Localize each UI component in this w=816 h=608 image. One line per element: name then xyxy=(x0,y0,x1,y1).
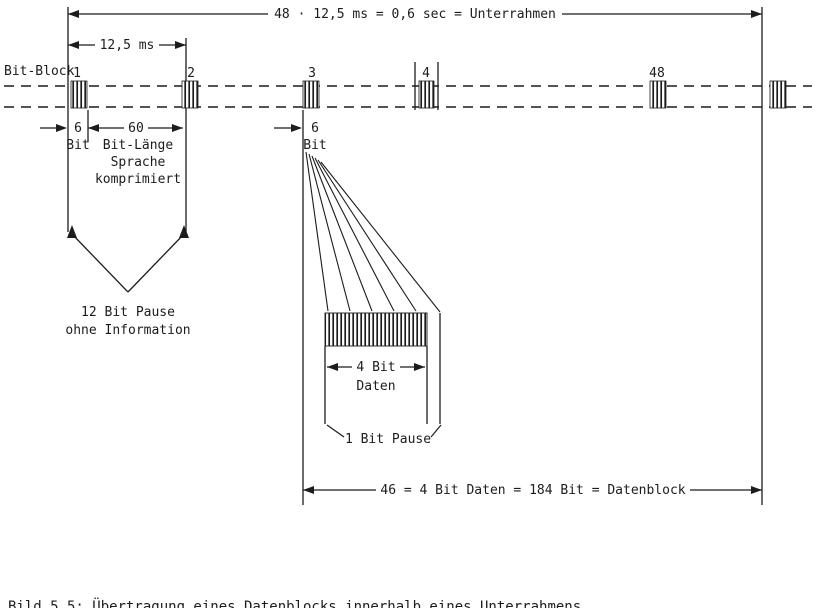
bit-block-48 xyxy=(649,80,667,109)
bit-block-number-48: 48 xyxy=(649,66,665,81)
sixty-bit-dimension: 60 Bit-Länge Sprache komprimiert xyxy=(88,121,183,187)
bit-block-number-1: 1 xyxy=(73,66,81,81)
figure-caption: Bild 5.5: Übertragung eines Datenblocks … xyxy=(8,562,581,608)
fan-line xyxy=(308,153,351,312)
speech-line-2: Sprache xyxy=(111,155,166,170)
pause-label-line-2: ohne Information xyxy=(65,323,190,338)
six-bit-data: 6 Bit xyxy=(274,121,327,153)
six-bit-left: 6 Bit xyxy=(40,121,90,153)
datenblock-dimension-label: 46 = 4 Bit Daten = 184 Bit = Datenblock xyxy=(380,483,685,498)
timing-diagram-figure: 1 2 3 4 48 Bit-Block 48 · 12,5 ms = 0,6 … xyxy=(4,7,812,505)
arrowhead-right xyxy=(414,363,425,371)
four-bit-label: Daten xyxy=(356,379,395,394)
four-bit-dimension: 4 Bit Daten xyxy=(327,360,425,394)
arrowhead-right xyxy=(751,486,762,494)
signal-line-dashed xyxy=(4,85,812,108)
arrowhead-left xyxy=(327,363,338,371)
six-bit-data-value: 6 xyxy=(311,121,319,136)
pause-label-line-1: 12 Bit Pause xyxy=(81,305,175,320)
four-bit-value: 4 Bit xyxy=(356,360,395,375)
six-bit-data-unit: Bit xyxy=(303,138,326,153)
bit-block-axis-label: Bit-Block xyxy=(4,64,75,79)
bit-block-4 xyxy=(418,80,435,109)
fan-line xyxy=(314,157,395,312)
bit-block-1 xyxy=(70,80,88,109)
arrowhead-right xyxy=(751,10,762,18)
one-bit-pause: 1 Bit Pause xyxy=(326,424,442,447)
arrowhead-left xyxy=(68,41,79,49)
construction-lines xyxy=(67,7,763,505)
figure-caption-line-1: Bild 5.5: Übertragung eines Datenblocks … xyxy=(8,599,582,608)
fan-line xyxy=(305,151,329,312)
arrowhead-up-left xyxy=(67,225,77,238)
speech-line-3: komprimiert xyxy=(95,172,181,187)
six-bit-left-value: 6 xyxy=(74,121,82,136)
unterrahmen-dimension-label: 48 · 12,5 ms = 0,6 sec = Unterrahmen xyxy=(274,7,556,22)
leader-line-right xyxy=(430,424,442,438)
arrowhead-left xyxy=(303,486,314,494)
zoom-fan-lines xyxy=(305,151,441,313)
bit-block-number-3: 3 xyxy=(308,66,316,81)
unterrahmen-dimension: 48 · 12,5 ms = 0,6 sec = Unterrahmen xyxy=(68,7,762,22)
arrowhead-right xyxy=(175,41,186,49)
speech-line-1: Bit-Länge xyxy=(103,138,174,153)
bit-block-3 xyxy=(302,80,320,109)
arrowhead-up-right xyxy=(179,225,189,238)
pause-chevron: 12 Bit Pause ohne Information xyxy=(65,225,191,338)
fan-line xyxy=(311,155,373,312)
datenblock-dimension: 46 = 4 Bit Daten = 184 Bit = Datenblock xyxy=(303,483,762,498)
arrowhead-right xyxy=(172,124,183,132)
chevron-line-right xyxy=(127,233,185,293)
fan-line xyxy=(317,159,417,312)
arrowhead-left xyxy=(68,10,79,18)
detail-guides xyxy=(324,313,441,424)
six-bit-left-unit: Bit xyxy=(66,138,89,153)
sixty-bit-value: 60 xyxy=(128,121,144,136)
arrowhead-right xyxy=(291,124,302,132)
leader-line-left xyxy=(326,424,345,438)
bit-block-number-4: 4 xyxy=(422,66,430,81)
bit-block-numbers: 1 2 3 4 48 xyxy=(73,66,665,81)
data-block-detail xyxy=(324,312,428,347)
chevron-line-left xyxy=(71,233,129,293)
one-bit-pause-label: 1 Bit Pause xyxy=(345,432,431,447)
ms-dimension: 12,5 ms xyxy=(68,38,186,53)
arrowhead-left xyxy=(88,124,99,132)
bit-block-end xyxy=(769,80,787,109)
ms-dimension-label: 12,5 ms xyxy=(100,38,155,53)
bit-blocks xyxy=(70,80,787,109)
bit-block-number-2: 2 xyxy=(187,66,195,81)
arrowhead-right xyxy=(56,124,67,132)
bit-block-2 xyxy=(181,80,199,109)
fan-line xyxy=(320,161,441,313)
